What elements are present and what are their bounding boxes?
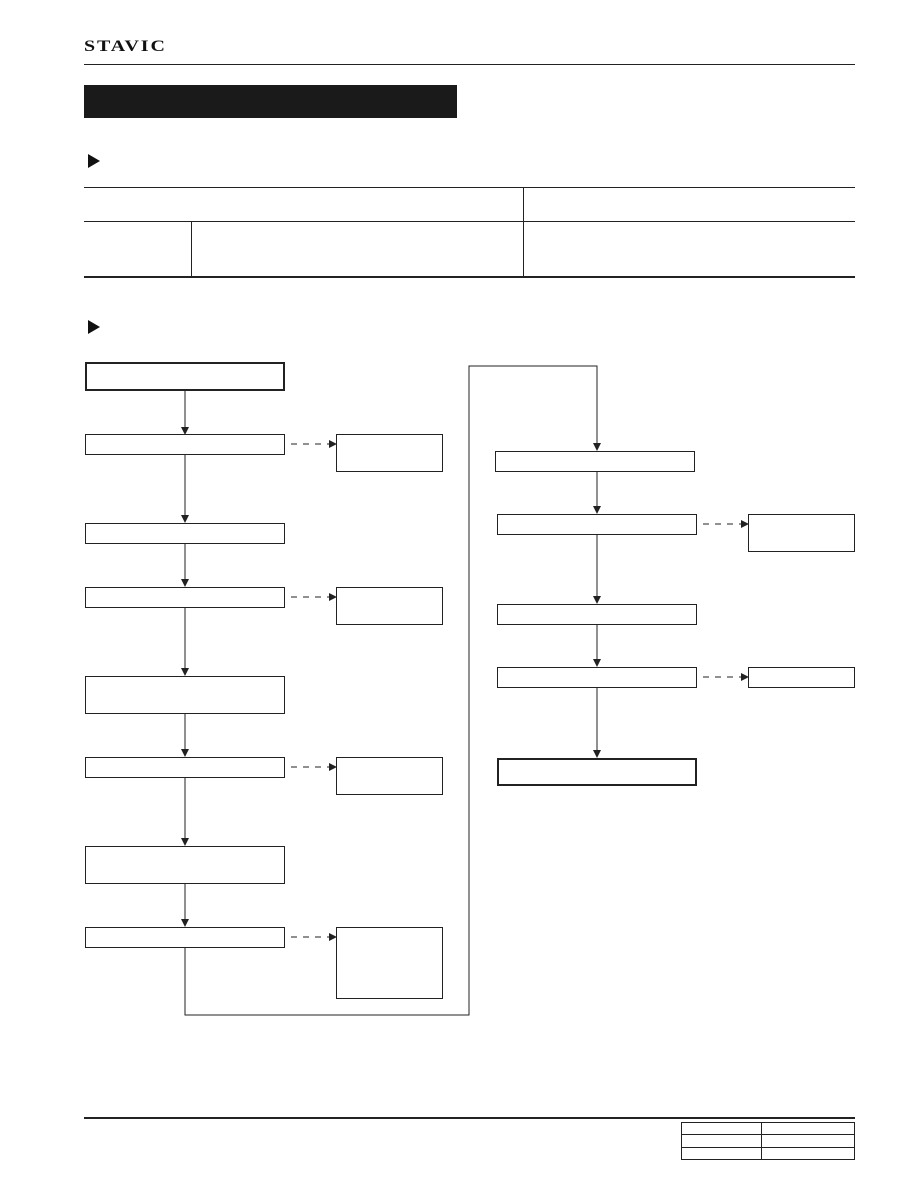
section-2-bullet-icon <box>88 320 100 334</box>
meta-row <box>681 1146 855 1161</box>
spec-table-subcol-divider <box>191 221 192 277</box>
meta-row <box>681 1134 855 1148</box>
meta-cell <box>761 1134 855 1148</box>
header-divider <box>84 64 855 65</box>
flow-step-10 <box>497 604 697 625</box>
meta-cell <box>761 1121 855 1136</box>
flow-side-result-3 <box>336 757 443 795</box>
footer-divider <box>84 1117 855 1119</box>
flow-step-2 <box>85 523 285 544</box>
meta-cell <box>681 1121 762 1136</box>
spec-table-top-rule <box>84 187 855 188</box>
flow-step-1 <box>85 434 285 455</box>
flow-start-box <box>85 362 285 391</box>
flow-step-8 <box>495 451 695 472</box>
meta-row <box>681 1121 855 1136</box>
section-1-bullet-icon <box>88 154 100 168</box>
flow-step-3 <box>85 587 285 608</box>
flow-step-11 <box>497 667 697 688</box>
flow-side-result-4 <box>336 927 443 999</box>
flow-step-9 <box>497 514 697 535</box>
flow-side-result-6 <box>748 667 855 688</box>
flow-side-result-1 <box>336 434 443 472</box>
flow-step-4 <box>85 676 285 714</box>
spec-table-header-rule <box>84 221 855 222</box>
spec-table-col-divider <box>523 187 524 277</box>
meta-cell <box>681 1134 762 1148</box>
flow-step-6 <box>85 846 285 884</box>
brand-logo: STAVIC <box>84 38 167 55</box>
flow-end-box <box>497 758 697 786</box>
meta-cell <box>681 1146 762 1161</box>
footer-meta-table <box>681 1121 855 1161</box>
flow-side-result-5 <box>748 514 855 552</box>
flow-step-7 <box>85 927 285 948</box>
meta-cell <box>761 1146 855 1161</box>
section-title-bar <box>84 85 457 118</box>
flow-side-result-2 <box>336 587 443 625</box>
flow-step-5 <box>85 757 285 778</box>
spec-table-bottom-rule <box>84 276 855 278</box>
